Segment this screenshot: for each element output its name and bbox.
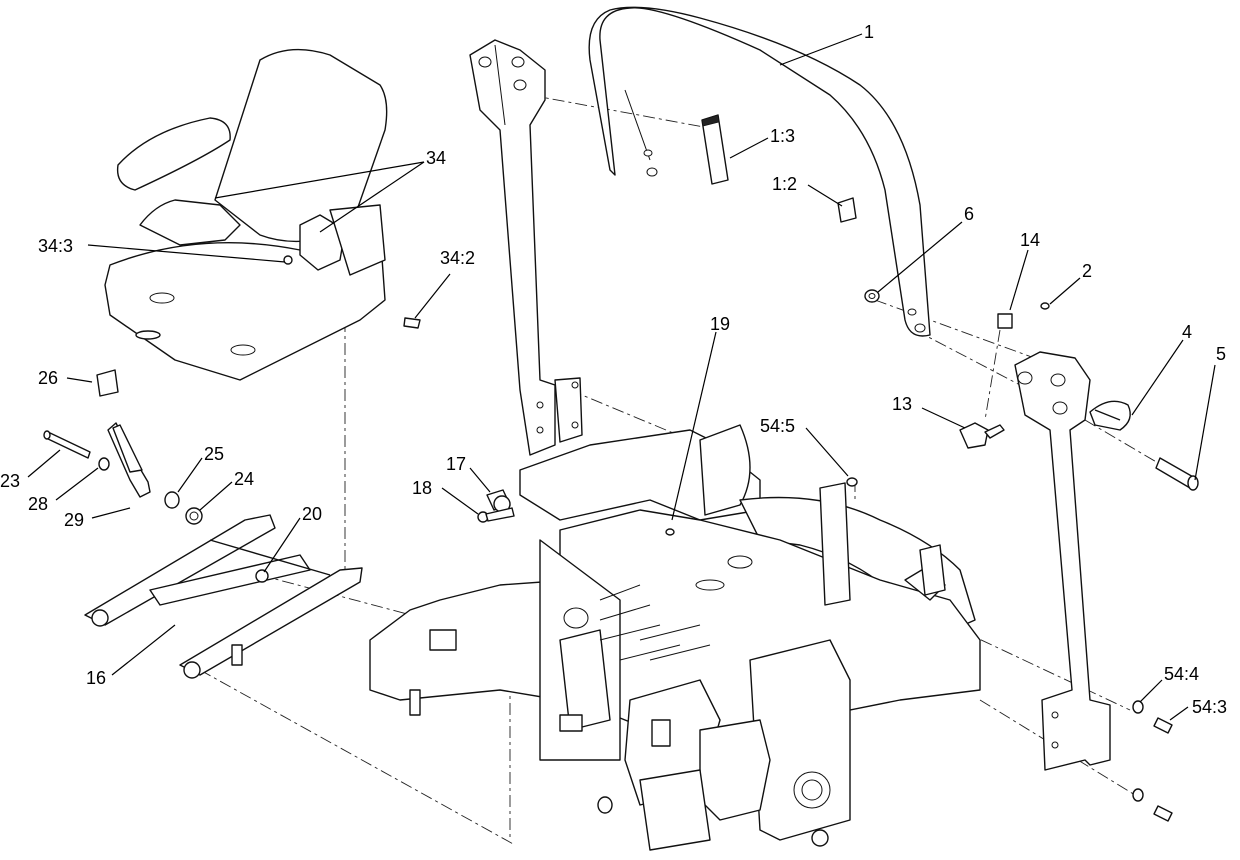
callout-34-2: 34:2 xyxy=(440,248,475,268)
left-roll-bar-upright xyxy=(469,39,583,456)
callout-54-3: 54:3 xyxy=(1192,697,1227,717)
callout-28: 28 xyxy=(28,494,48,514)
callout-labels: 1 1:3 1:2 6 14 2 4 5 13 54:5 19 17 18 34… xyxy=(0,22,1227,717)
callout-1: 1 xyxy=(864,22,874,42)
callout-1-2: 1:2 xyxy=(772,174,797,194)
callout-24: 24 xyxy=(234,469,254,489)
right-roll-bar-upright xyxy=(1014,351,1111,771)
callout-26: 26 xyxy=(38,368,58,388)
seat-assembly xyxy=(104,48,421,381)
callout-13: 13 xyxy=(892,394,912,414)
callout-2: 2 xyxy=(1082,261,1092,281)
seat-mount-frame-16 xyxy=(84,514,363,679)
callout-14: 14 xyxy=(1020,230,1040,250)
callout-29: 29 xyxy=(64,510,84,530)
callout-16: 16 xyxy=(86,668,106,688)
callout-23: 23 xyxy=(0,471,20,491)
callout-20: 20 xyxy=(302,504,322,524)
callout-17: 17 xyxy=(446,454,466,474)
seat-lever-assembly xyxy=(43,422,203,525)
callout-54-5: 54:5 xyxy=(760,416,795,436)
callout-1-3: 1:3 xyxy=(770,126,795,146)
spacer-and-bolt xyxy=(477,489,675,536)
callout-25: 25 xyxy=(204,444,224,464)
callout-18: 18 xyxy=(412,478,432,498)
assembly-lines xyxy=(199,94,1171,846)
callout-19: 19 xyxy=(710,314,730,334)
leader-lines xyxy=(27,33,1216,721)
callout-5: 5 xyxy=(1216,344,1226,364)
cap-26 xyxy=(96,369,119,397)
callout-6: 6 xyxy=(964,204,974,224)
callout-34-3: 34:3 xyxy=(38,236,73,256)
callout-34: 34 xyxy=(426,148,446,168)
main-frame xyxy=(369,424,981,851)
roll-bar-hoop xyxy=(588,6,931,337)
callout-54-4: 54:4 xyxy=(1164,664,1199,684)
right-side-hardware xyxy=(846,289,1199,822)
callout-4: 4 xyxy=(1182,322,1192,342)
